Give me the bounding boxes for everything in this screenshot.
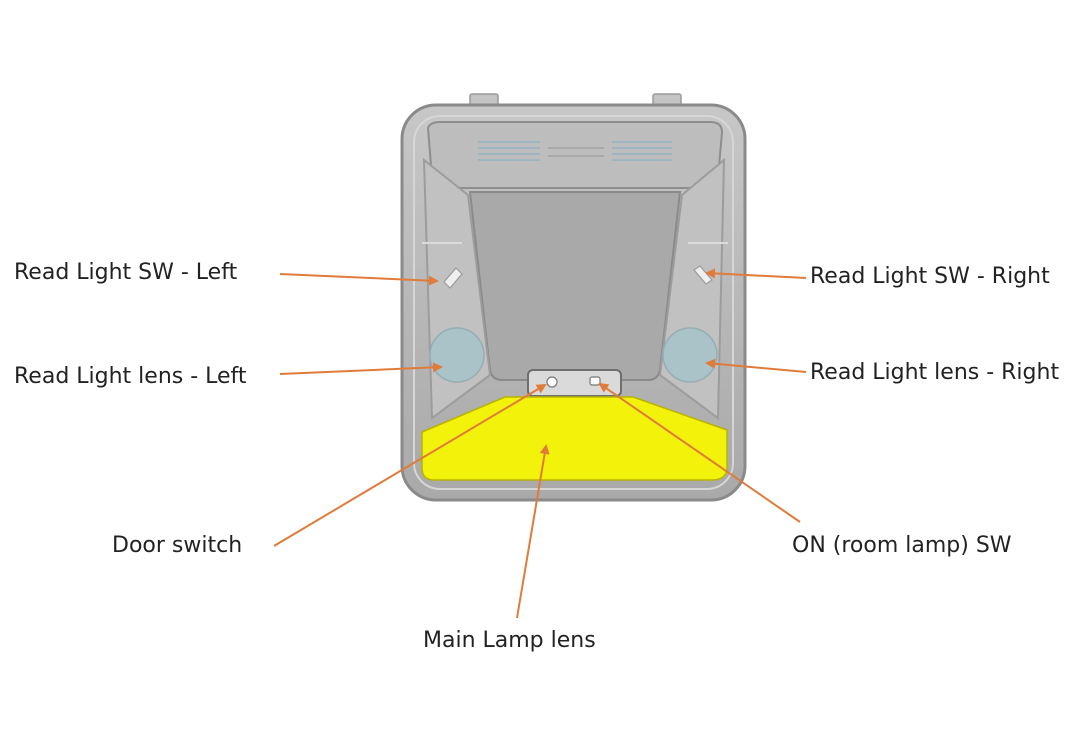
center-panel	[468, 191, 682, 381]
label-on-room-lamp-sw: ON (room lamp) SW	[792, 533, 1012, 558]
vent-grille	[478, 141, 672, 161]
leader-main-lamp-lens	[516, 444, 550, 619]
label-main-lamp-lens: Main Lamp lens	[423, 628, 596, 653]
switch-plate	[527, 369, 622, 397]
read-light-lens-right	[662, 327, 718, 383]
leader-read-light-sw-right	[705, 268, 807, 279]
housing-inner-rim	[413, 115, 734, 490]
leader-read-light-sw-left	[279, 273, 439, 286]
leader-on-room-lamp-sw	[598, 382, 801, 523]
read-light-lens-left	[429, 327, 485, 383]
leader-lines	[273, 268, 807, 619]
read-light-switch-left	[443, 267, 463, 289]
read-light-switch-right	[693, 265, 713, 285]
leader-door-switch	[273, 383, 547, 547]
label-read-light-sw-left: Read Light SW - Left	[14, 260, 238, 285]
on-room-lamp-switch-button	[589, 376, 601, 386]
leader-read-light-lens-right	[705, 358, 807, 373]
label-read-light-lens-left: Read Light lens - Left	[14, 364, 247, 389]
label-read-light-lens-right: Read Light lens - Right	[810, 360, 1060, 385]
door-switch-button	[546, 376, 558, 388]
label-door-switch: Door switch	[112, 533, 243, 558]
label-read-light-sw-right: Read Light SW - Right	[810, 264, 1050, 289]
leader-read-light-lens-left	[279, 362, 443, 375]
